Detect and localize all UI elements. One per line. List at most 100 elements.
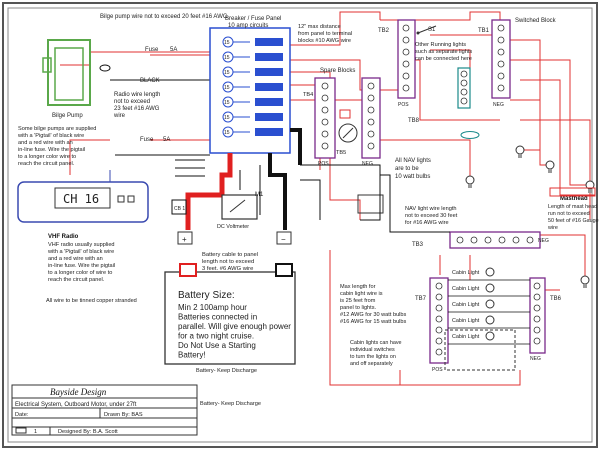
- bulb-base: [583, 284, 587, 288]
- bulb-base: [548, 169, 552, 173]
- nav-lights-note: Other Running lights such as separate li…: [415, 42, 474, 62]
- breaker-rating: 15: [224, 115, 230, 121]
- breaker-switch: [255, 68, 283, 76]
- cabin-wire-note: Max length for cabin light wire is is 25…: [340, 284, 408, 325]
- cabin-switch-area: [444, 329, 516, 371]
- heavy-positive-wires: [185, 153, 233, 275]
- terminal-screw: [402, 36, 410, 44]
- fuse-value-1: 5A: [170, 47, 177, 53]
- terminal-screw: [435, 315, 443, 323]
- wire-note: All wire to be tinned copper stranded: [46, 298, 137, 304]
- title-sheet: 1: [34, 429, 37, 435]
- spare-meter-needle: [342, 127, 354, 139]
- tb7-screws: [435, 282, 443, 356]
- terminal-screw: [435, 304, 443, 312]
- terminal-screw: [367, 118, 375, 126]
- cb-label: CB 1: [174, 206, 185, 212]
- terminal-screw: [402, 60, 410, 68]
- tb6-screws: [533, 282, 541, 345]
- terminal-screw: [484, 236, 492, 244]
- breaker-switch: [255, 38, 283, 46]
- tb4-block: [314, 77, 336, 159]
- bilge-note: Some bilge pumps are supplied with a 'Pi…: [17, 126, 98, 167]
- spare-fuse: [339, 109, 351, 119]
- bilge-pump: [42, 39, 91, 106]
- breaker-row: 15: [222, 66, 283, 78]
- title-block: [11, 384, 198, 436]
- breaker-row: 15: [222, 51, 283, 63]
- terminal-screw: [321, 82, 329, 90]
- tb3-neg: NEG: [538, 238, 549, 244]
- breaker-rows: 15 15 15 15 15 15 15: [222, 36, 283, 138]
- bulb-base: [468, 184, 472, 188]
- pos-symbol: +: [182, 235, 187, 244]
- battery-size-title: Battery Size:: [178, 290, 235, 301]
- light-bulb: [545, 160, 555, 170]
- terminal-screw: [402, 84, 410, 92]
- masthead-wire-box: [549, 187, 596, 197]
- cabin-light-label: Cabin Light: [452, 302, 480, 308]
- terminal-screw: [321, 142, 329, 150]
- breaker-panel-label: Breaker / Fuse Panel 10 amp circuits: [225, 16, 283, 29]
- title-date-label: Date:: [15, 412, 29, 418]
- thin-black-wires: [175, 159, 450, 233]
- heavy-negative-wires: [268, 128, 302, 280]
- fuse-label-2: Fuse: [140, 137, 154, 143]
- neg-symbol: −: [281, 235, 286, 244]
- breaker-rating: 15: [224, 130, 230, 136]
- battery-pos-terminal-top: [177, 231, 193, 245]
- breaker-rating: 15: [224, 40, 230, 46]
- terminal-screw: [526, 236, 534, 244]
- tb1-label: TB1: [478, 28, 490, 34]
- breaker-switch: [255, 128, 283, 136]
- breaker-row: 15: [222, 36, 283, 48]
- terminal-screw: [470, 236, 478, 244]
- breaker-rating: 15: [224, 100, 230, 106]
- title-logo: Bayside Design: [50, 387, 107, 397]
- tb3-screws: [456, 236, 534, 244]
- terminal-screw: [497, 48, 505, 56]
- cabin-bulb: [485, 315, 495, 325]
- breaker-rating: 15: [224, 85, 230, 91]
- breaker-switch: [255, 113, 283, 121]
- breaker-rating: 15: [224, 55, 230, 61]
- spare-meter: [338, 123, 358, 143]
- terminal-screw: [321, 130, 329, 138]
- terminal-screw: [460, 97, 468, 105]
- tb5-label: TB5: [336, 150, 346, 156]
- tb2-screws: [402, 24, 410, 92]
- tb1-block: [491, 19, 511, 99]
- terminal-screw: [533, 326, 541, 334]
- terminal-screw: [533, 282, 541, 290]
- nav-bulbs: [465, 145, 595, 288]
- breaker-rating: 15: [224, 70, 230, 76]
- terminal-screw: [435, 348, 443, 356]
- all-nav-note: All NAV lights are to be 10 watt bulbs: [395, 158, 433, 180]
- terminal-screw: [533, 293, 541, 301]
- terminal-screw: [497, 36, 505, 44]
- terminal-screw: [498, 236, 506, 244]
- terminal-screw: [460, 88, 468, 96]
- cabin-bulb: [485, 267, 495, 277]
- cb-box: [171, 199, 187, 215]
- tb3-block: [449, 231, 541, 249]
- tb7-pos: POS: [432, 367, 443, 373]
- breaker-switch: [255, 98, 283, 106]
- spare-blocks-label: Spare Blocks: [320, 68, 355, 74]
- vhf-radio: [17, 170, 149, 223]
- masthead-label: Masthead: [560, 196, 588, 202]
- s3-switch-box: [357, 194, 384, 214]
- title-row1: Electrical System, Outboard Motor, under…: [15, 402, 137, 408]
- terminal-screw: [402, 72, 410, 80]
- bilge-pump-label: Bilge Pump: [52, 113, 83, 119]
- nav-terminal: [457, 67, 471, 109]
- terminal-screw: [435, 337, 443, 345]
- black-wire-label: BLACK: [140, 78, 160, 84]
- s1-label: S1: [428, 27, 436, 33]
- battery-neg-terminal-top: [276, 231, 292, 245]
- breaker-switch: [255, 53, 283, 61]
- terminal-screw: [321, 106, 329, 114]
- battery-size-line: Batteries connected in: [178, 313, 257, 322]
